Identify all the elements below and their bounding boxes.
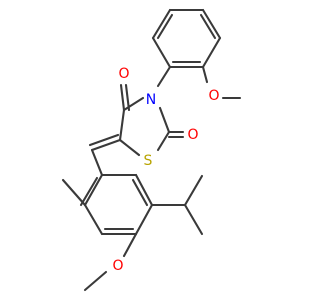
bond xyxy=(90,148,104,177)
bond xyxy=(118,138,141,157)
atom-label-oxygen: O xyxy=(187,127,198,143)
bond xyxy=(122,96,145,112)
atom-label-sulfur: S xyxy=(144,153,153,169)
bond xyxy=(88,133,120,147)
bond xyxy=(156,130,171,152)
bond xyxy=(201,36,222,69)
bond xyxy=(158,106,171,134)
bonds xyxy=(61,8,242,292)
bond xyxy=(156,13,174,40)
bond xyxy=(201,8,222,40)
bond xyxy=(201,65,209,84)
bond xyxy=(134,173,154,207)
bond xyxy=(118,108,126,142)
atom-label-oxygen: O xyxy=(208,88,219,104)
bond xyxy=(151,8,172,40)
bond xyxy=(119,83,126,112)
bond xyxy=(83,270,108,292)
bond xyxy=(151,36,172,69)
atom-label-oxygen: O xyxy=(112,258,123,274)
bond xyxy=(124,83,131,112)
atom-labels: O N O S O O xyxy=(112,66,219,274)
bond xyxy=(131,178,149,207)
bond xyxy=(79,176,99,207)
bond xyxy=(83,173,104,207)
chemical-structure: O N O S O O xyxy=(61,8,242,292)
bond xyxy=(90,138,122,152)
bond xyxy=(156,65,172,88)
bond xyxy=(134,203,154,236)
bond xyxy=(183,203,204,236)
atom-label-oxygen: O xyxy=(118,66,129,82)
bond xyxy=(83,203,104,236)
bond xyxy=(183,174,204,207)
bond xyxy=(199,13,217,40)
bond xyxy=(61,178,87,207)
atom-label-nitrogen: N xyxy=(146,92,156,108)
bond xyxy=(122,232,138,258)
